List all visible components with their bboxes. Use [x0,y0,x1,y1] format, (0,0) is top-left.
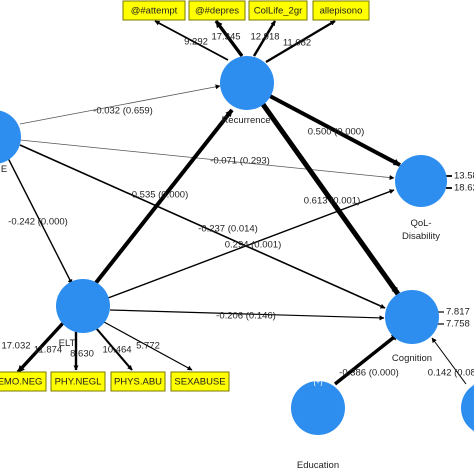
svg-text:ColLife_2gr: ColLife_2gr [254,6,303,17]
cognition-r2-a: 7.817 [446,307,470,318]
path-right-cognition [431,337,467,385]
loading-arrow-depres [214,19,244,58]
left-node-label: E [1,164,7,175]
coef-elt-cog-mid: -0.237 (0.014) [198,224,258,235]
indicator-depres[interactable]: @#depres [188,0,246,21]
indicator-collife[interactable]: ColLife_2gr [248,0,308,21]
loading-arrow-allepisono [265,20,336,63]
latent-recurrence[interactable] [220,56,274,110]
loading-collife: 12.918 [250,32,279,43]
svg-text:PHY.NEGL: PHY.NEGL [55,377,102,388]
path-elt-recurrence [93,108,234,286]
path-recurrence-qol [267,93,401,167]
education-expand-icon[interactable]: [+] [313,377,322,386]
latent-bottom-right[interactable] [461,381,474,435]
loading-phynegl: 11.874 [34,345,62,356]
loading-arrow-sexabuse [103,321,193,371]
path-elt-cognition [109,309,385,321]
coef-recurrence-cognition: 0.613 (0.001) [304,196,361,207]
coef-left-cognition: 0.535 (0.000) [132,190,189,201]
education-label: Education [297,460,339,471]
loading-physabu: 10.464 [102,345,131,356]
qol-label-line1: QoL- [410,218,431,229]
path-education-cognition [333,332,400,386]
svg-text:PHYS.ABU: PHYS.ABU [114,377,162,388]
indicator-allepisono[interactable]: allepisono [312,0,370,21]
indicator-physabu[interactable]: PHYS.ABU [110,371,166,392]
recurrence-label: Recurrence [221,115,270,126]
svg-text:@#attempt: @#attempt [131,6,178,17]
loading-emoneg: 17.032 [1,341,30,352]
loading-sexabuse: 5.772 [136,341,160,352]
loading-depres: 17.345 [211,32,240,43]
path-left-recurrence [19,84,221,125]
coef-elt-qol: 0.294 (0.001) [225,240,282,251]
coef-recurrence-qol: 0.500 (0.000) [308,127,365,138]
indicator-attempt[interactable]: @#attempt [122,0,186,21]
loading-arrow-physabu [95,327,133,371]
qol-r2-a: 13.58 [454,171,474,182]
svg-text:EMO.NEG: EMO.NEG [0,377,42,388]
indicator-emoneg[interactable]: EMO.NEG [0,371,47,392]
latent-qol-disability[interactable] [395,155,447,207]
loading-attempt: 9.292 [184,37,208,48]
latent-education[interactable] [291,381,345,435]
qol-r2-b: 18.62 [454,183,474,194]
coef-left-recurrence: -0.032 (0.659) [93,106,153,117]
svg-text:allepisono: allepisono [320,6,363,17]
elt-label: ELT [59,338,76,349]
loading-allepisono: 11.082 [283,38,311,49]
latent-left[interactable] [0,110,21,164]
indicator-phynegl[interactable]: PHY.NEGL [50,371,106,392]
cognition-r2-b: 7.758 [446,319,470,330]
svg-text:@#depres: @#depres [195,6,239,17]
path-recurrence-cognition [259,101,401,296]
svg-text:SEXABUSE: SEXABUSE [174,377,225,388]
indicator-sexabuse[interactable]: SEXABUSE [170,371,230,392]
cognition-label: Cognition [392,353,432,364]
coef-left-qol: -0.071 (0.293) [210,156,270,167]
coef-education-cognition: -0.386 (0.000) [339,368,399,379]
loading-elt-extra: 8.630 [70,349,94,360]
loading-arrow-emoneg [16,320,66,374]
coef-elt-cognition: -0.206 (0.146) [216,311,276,322]
coef-right-cognition: 0.142 (0.088) [428,368,474,379]
path-left-qol [19,139,395,181]
loading-arrow-attempt [154,20,229,61]
latent-cognition[interactable] [385,290,439,344]
loading-arrow-collife [252,20,277,57]
path-elt-qol [107,189,395,299]
coef-left-elt: -0.242 (0.000) [8,217,68,228]
path-left-elt [7,157,73,285]
path-left-cognition [19,144,386,309]
latent-elt[interactable] [56,279,110,333]
qol-label-line2: Disability [402,231,440,242]
